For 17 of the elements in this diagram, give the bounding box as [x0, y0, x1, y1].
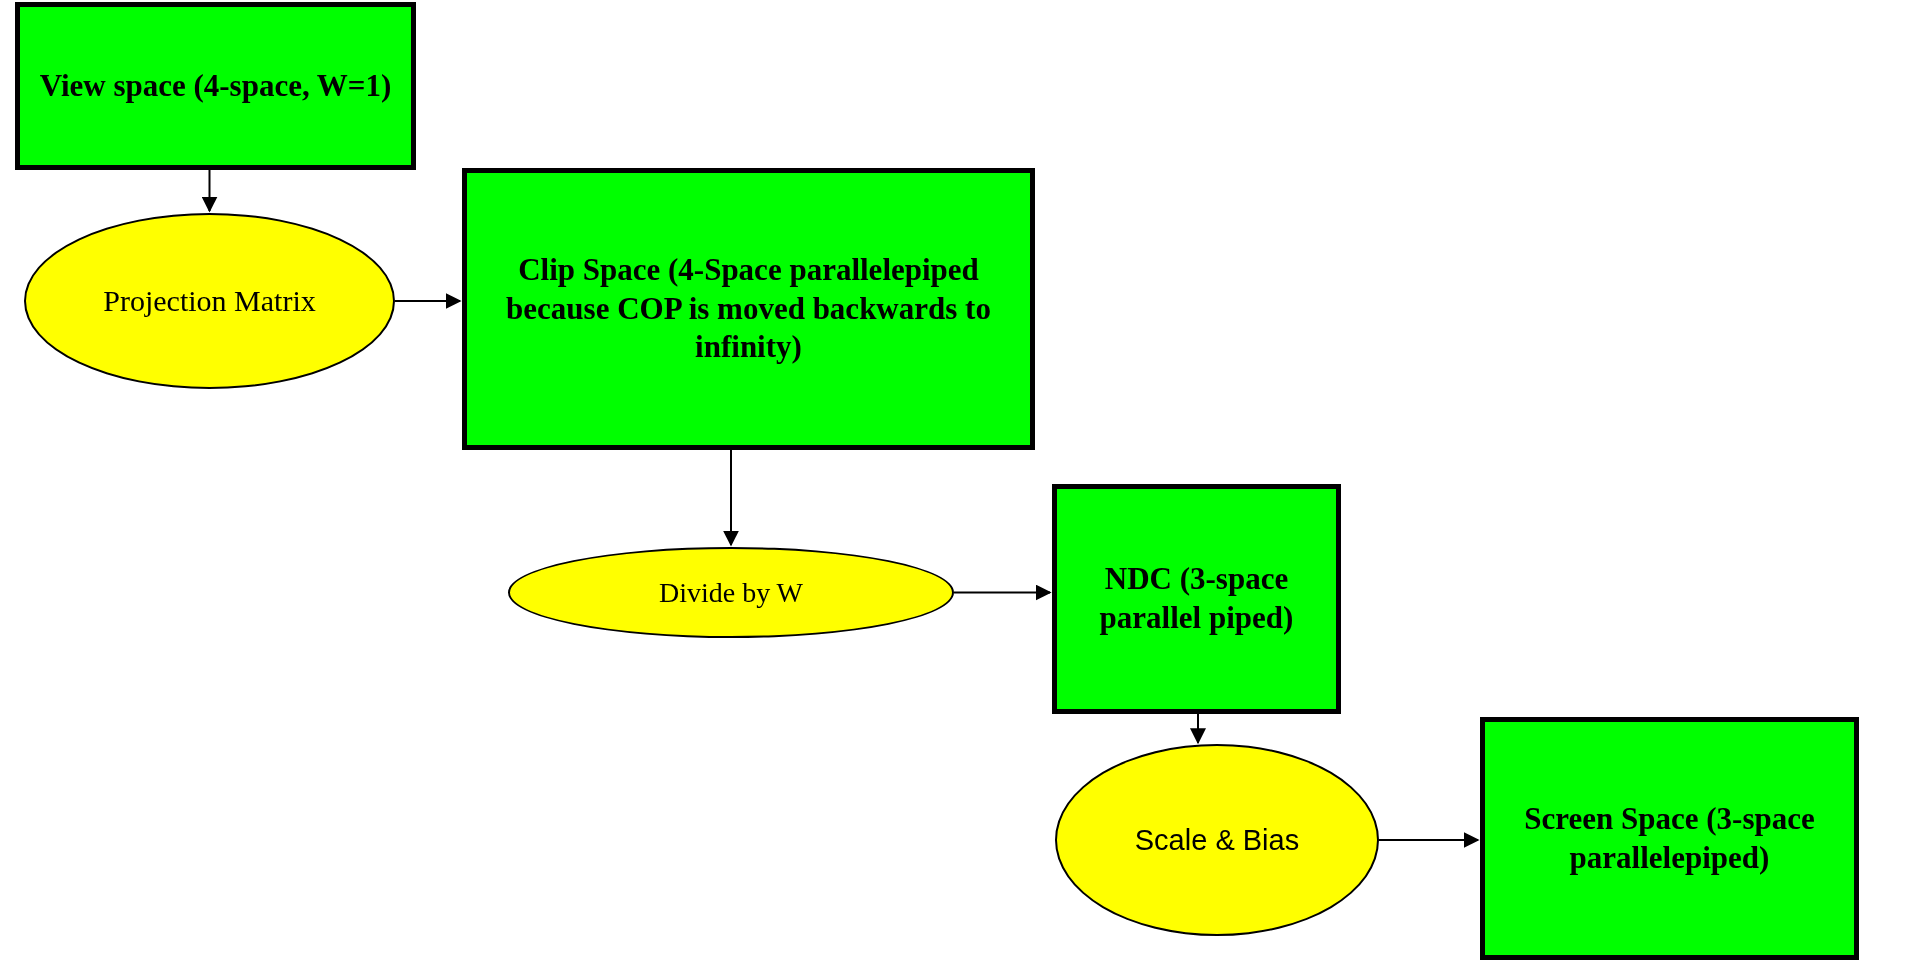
- arrow: [394, 293, 462, 309]
- node-label: Screen Space (3-space parallelepiped): [1523, 799, 1816, 877]
- arrow: [1190, 713, 1206, 745]
- node-label: NDC (3-space parallel piped): [1098, 560, 1295, 637]
- arrow: [1378, 832, 1480, 848]
- process-box: [15, 2, 416, 170]
- node-label: Divide by W: [658, 576, 804, 610]
- process-box: [462, 168, 1035, 450]
- arrow: [723, 449, 739, 547]
- node-label: View space (4-space, W=1): [39, 66, 392, 105]
- process-box: [1052, 484, 1341, 714]
- arrow: [201, 169, 218, 213]
- node-label: Clip Space (4-Space parallelepiped because COP is moved backwards to infinity): [505, 250, 992, 367]
- process-box: [1480, 717, 1859, 960]
- arrow: [953, 584, 1052, 601]
- node-label: Scale & Bias: [1134, 822, 1300, 858]
- node-label: Projection Matrix: [103, 283, 316, 320]
